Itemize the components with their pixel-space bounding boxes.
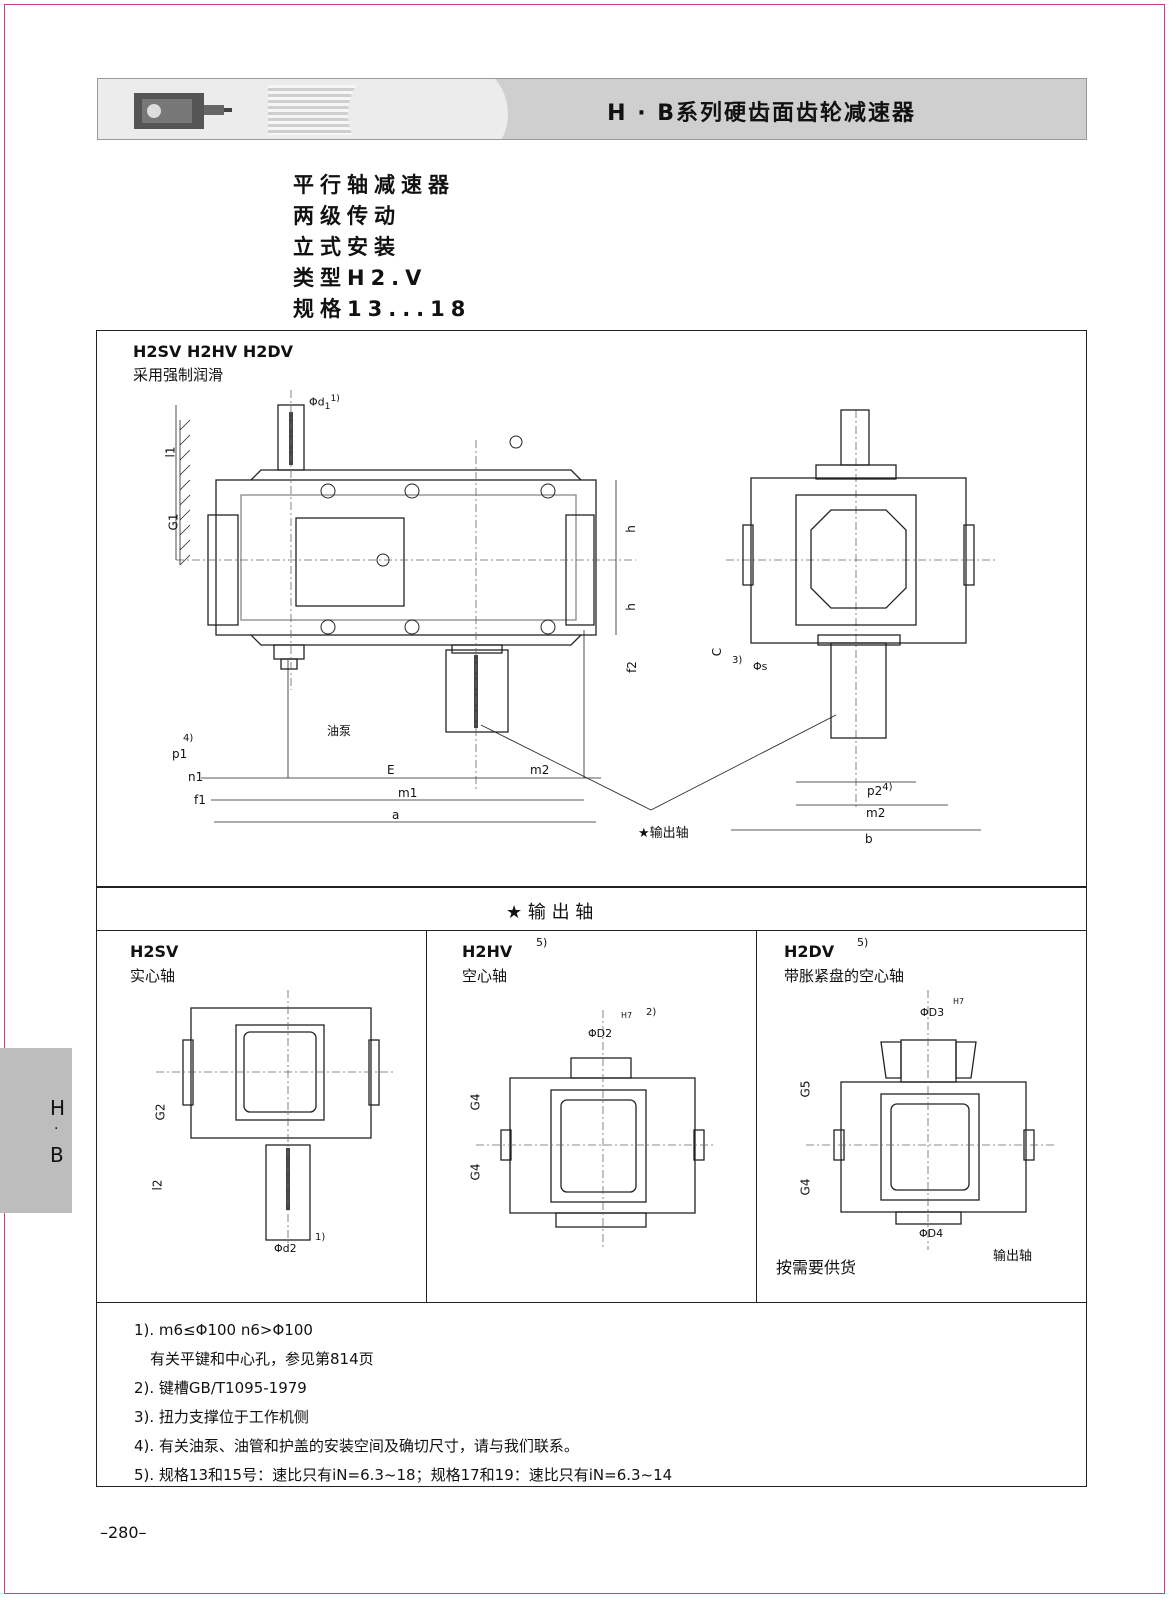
title-line: 类型H2.V	[293, 266, 428, 290]
page-border	[4, 4, 1165, 1594]
label-G5: G5	[798, 1080, 813, 1098]
side-tab-bottom: B	[50, 1143, 64, 1167]
label-D3: ΦD3	[920, 1006, 945, 1019]
label-h-bottom: h	[623, 603, 638, 611]
gearbox-thumbnail-icon	[134, 93, 232, 129]
note-item: 4). 有关油泵、油管和护盖的安装空间及确切尺寸，请与我们联系。	[134, 1437, 579, 1455]
title-line: 两级传动	[293, 204, 401, 228]
title-line: 平行轴减速器	[293, 173, 455, 197]
label-m1: m1	[398, 786, 418, 800]
label-sup-hollow: 2)	[646, 1007, 657, 1018]
label-m2-left: m2	[530, 763, 550, 777]
notes-box	[96, 1302, 1087, 1487]
label-b: b	[865, 832, 873, 846]
lubrication-note: 采用强制润滑	[133, 366, 224, 384]
label-n1: n1	[188, 770, 204, 784]
variant-note-H2HV: 5)	[536, 936, 548, 949]
label-oil-pump: 油泵	[327, 724, 352, 738]
label-m2-right: m2	[866, 806, 886, 820]
label-output-shaft-expansion: 输出轴	[993, 1249, 1033, 1264]
header-title: H · B系列硬齿面齿轮减速器	[607, 101, 916, 126]
label-s: Φs	[753, 660, 768, 673]
variant-model-H2SV: H2SV	[130, 942, 179, 961]
label-G4-hollow-top: G4	[468, 1093, 483, 1111]
note-item: 有关平键和中心孔，参见第814页	[150, 1350, 374, 1368]
main-drawing-box	[96, 330, 1087, 887]
main-assembly-drawing	[175, 390, 996, 831]
label-f2: f2	[624, 661, 639, 673]
title-line: 立式安装	[293, 235, 401, 259]
label-supply-on-demand: 按需要供货	[776, 1258, 857, 1277]
section-side-tab: H · B	[0, 1048, 72, 1213]
label-C-note: 3)	[732, 655, 743, 666]
variant-desc-H2HV: 空心轴	[462, 967, 508, 985]
label-l2: l2	[150, 1179, 165, 1191]
label-H7-hollow: H7	[621, 1011, 633, 1020]
label-D2-hollow: ΦD2	[588, 1027, 613, 1040]
label-p1-note: 4)	[183, 733, 194, 744]
label-G2: G2	[153, 1103, 168, 1121]
header-banner: H · B系列硬齿面齿轮减速器	[97, 78, 1087, 140]
label-p1: p1	[172, 747, 188, 761]
variant-model-H2DV: H2DV	[784, 942, 835, 961]
variant-drawings	[156, 990, 1056, 1250]
label-l1: l1	[163, 446, 178, 458]
label-E: E	[387, 763, 395, 777]
label-H7-expansion: H7	[953, 997, 965, 1006]
side-tab-dot: ·	[54, 1121, 59, 1137]
label-G1: G1	[166, 513, 181, 531]
label-h-top: h	[623, 525, 638, 533]
note-item: 2). 键槽GB/T1095-1979	[134, 1379, 307, 1397]
models-heading: H2SV H2HV H2DV	[133, 342, 294, 361]
note-item: 1). m6≤Φ100 n6>Φ100	[134, 1321, 313, 1339]
variant-desc-H2DV: 带胀紧盘的空心轴	[784, 967, 905, 985]
label-output-shaft: ★输出轴	[638, 826, 689, 841]
side-tab-top: H	[50, 1096, 66, 1120]
product-title-block: 平行轴减速器 两级传动 立式安装 类型H2.V 规格13...18	[293, 170, 471, 325]
label-f1: f1	[194, 793, 206, 807]
label-D4: ΦD4	[919, 1227, 944, 1240]
variant-note-H2DV: 5)	[857, 936, 869, 949]
note-item: 3). 扭力支撑位于工作机侧	[134, 1408, 309, 1426]
label-G4-expansion: G4	[798, 1178, 813, 1196]
page-number: –280–	[100, 1523, 147, 1542]
notes-list: 1). m6≤Φ100 n6>Φ100 有关平键和中心孔，参见第814页 2).…	[134, 1316, 672, 1490]
label-d1: Φd11)	[309, 393, 340, 412]
title-line: 规格13...18	[293, 297, 472, 321]
variant-model-H2HV: H2HV	[462, 942, 513, 961]
label-a: a	[392, 808, 400, 822]
note-item: 5). 规格13和15号：速比只有iN=6.3~18；规格17和19：速比只有i…	[134, 1466, 673, 1484]
label-foot-solid: 1)	[315, 1232, 326, 1243]
label-p2: p24)	[867, 782, 893, 798]
label-G4-hollow-bottom: G4	[468, 1163, 483, 1181]
label-C: C	[710, 647, 725, 657]
output-section-title: ★ 输 出 轴	[506, 902, 594, 923]
label-d2-solid: Φd2	[274, 1242, 297, 1255]
variant-desc-H2SV: 实心轴	[130, 967, 176, 985]
